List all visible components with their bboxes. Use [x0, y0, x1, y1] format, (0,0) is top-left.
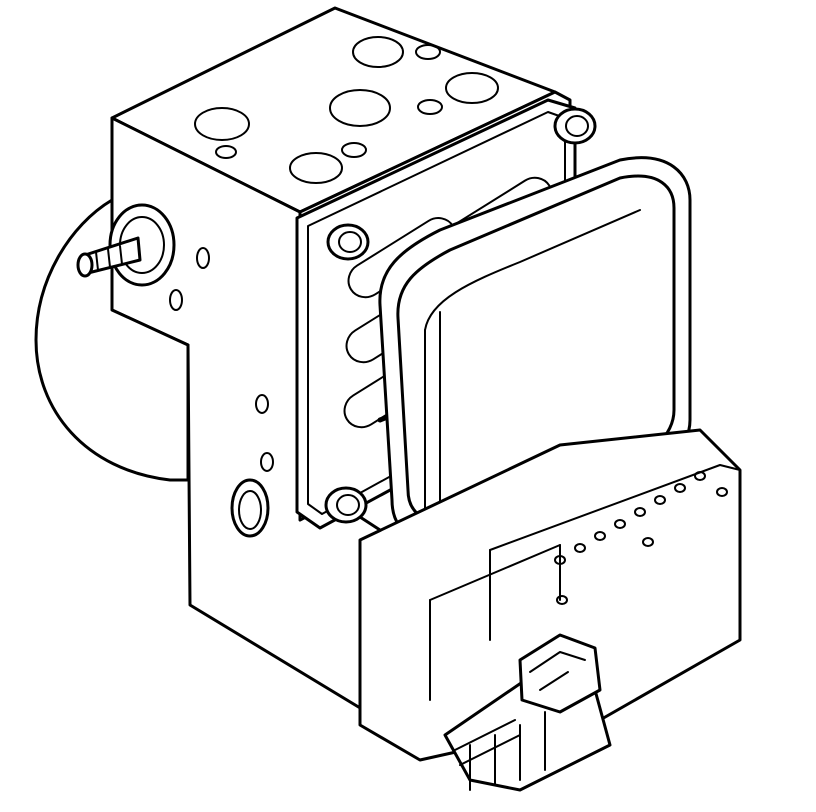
harness-connector-housing — [358, 428, 742, 762]
electrical-connector-plug — [443, 633, 612, 792]
motor-housing — [34, 198, 190, 482]
pump-motor — [34, 198, 190, 482]
connector-pin-row — [554, 471, 728, 605]
side-port-holes — [169, 247, 408, 716]
top-port-holes — [194, 36, 499, 184]
